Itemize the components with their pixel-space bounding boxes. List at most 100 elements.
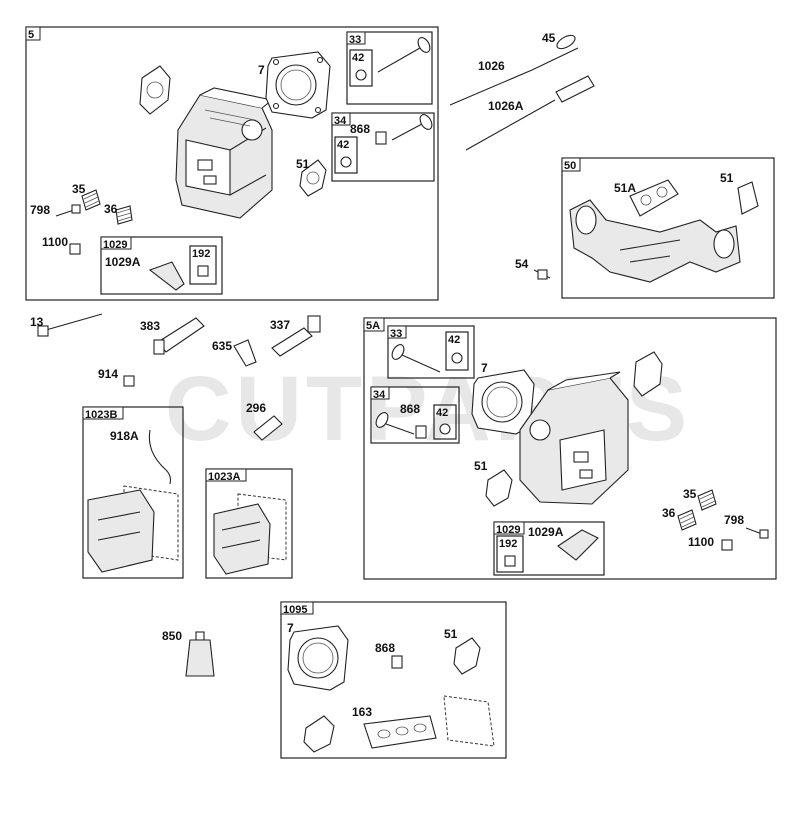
valve-cover-gasket-c [443, 695, 495, 747]
label-35-a: 35 [72, 182, 86, 196]
group-1023A-valve-cover: 1023A [205, 468, 293, 579]
group-192-tag-a: 192 [192, 248, 210, 260]
fitting-296 [253, 415, 283, 441]
cylinder-head-illustration-b [519, 371, 629, 505]
group-34-frame-b [370, 386, 460, 444]
group-42-frame-c [445, 331, 469, 371]
group-1023A-frame [205, 468, 293, 579]
label-635: 635 [212, 339, 232, 353]
label-51-b: 51 [720, 171, 734, 185]
label-45: 45 [542, 31, 556, 45]
group-34-tag-b: 34 [373, 389, 386, 401]
head-gasket-7 [265, 51, 331, 119]
label-337: 337 [270, 318, 290, 332]
label-296: 296 [246, 401, 266, 415]
label-868-b: 868 [400, 402, 420, 416]
valve-spring-36-b [677, 509, 697, 531]
label-36-b: 36 [662, 506, 676, 520]
label-163: 163 [352, 705, 372, 719]
group-33-tag-a: 33 [349, 34, 361, 46]
group-42-tag-a: 42 [352, 52, 364, 64]
group-42-frame-a [349, 49, 373, 87]
exhaust-gasket-51-d [453, 637, 481, 675]
label-51-d: 51 [444, 627, 458, 641]
exhaust-gasket-small [139, 65, 171, 115]
group-42-tag-d: 42 [436, 407, 448, 419]
label-798-b: 798 [724, 513, 744, 527]
group-5A-cylinder-head: 5A 33 42 34 868 42 7 [363, 317, 777, 580]
group-50-exhaust-manifold: 50 51A 51 [561, 157, 775, 299]
nut-914 [123, 375, 135, 387]
group-1029-frame-a [100, 236, 223, 295]
group-192-frame-b [496, 535, 524, 573]
label-383: 383 [140, 319, 160, 333]
label-1029A-a: 1029A [105, 255, 141, 269]
group-192-frame-a [189, 245, 217, 285]
valve-seal-868-c [391, 655, 403, 669]
exhaust-gasket-51-a [299, 159, 327, 197]
intake-valve-b [391, 344, 441, 373]
group-42-tag-b: 42 [337, 139, 349, 151]
group-34-frame-a [331, 112, 435, 182]
exhaust-gasket-small-c [303, 715, 335, 753]
group-1023B-valve-cover: 1023B 918A [82, 406, 184, 579]
manifold-gasket-51-b [737, 181, 759, 215]
label-850: 850 [162, 629, 182, 643]
group-1023B-tag: 1023B [85, 409, 117, 421]
group-5A-frame [363, 317, 777, 580]
group-1095-gasket-set: 1095 7 868 51 163 [280, 601, 507, 759]
exhaust-valve-b [375, 412, 427, 439]
bolt-54 [533, 269, 551, 280]
bolt-798-b [745, 527, 769, 539]
breather-tube-383 [153, 317, 205, 355]
exhaust-gasket-51-c [485, 469, 513, 507]
valve-cover-b [87, 489, 155, 573]
group-1029-tag-b: 1029 [496, 524, 520, 536]
label-1026A: 1026A [488, 99, 524, 113]
label-51-a: 51 [296, 157, 310, 171]
exhaust-manifold [569, 199, 741, 283]
exhaust-gasket-small-b [633, 351, 663, 397]
cylinder-head-illustration [175, 87, 274, 219]
elbow-635 [233, 339, 257, 367]
clip-1100-a [69, 243, 81, 255]
breather-hose-918A [148, 429, 172, 485]
group-42-tag-c: 42 [448, 334, 460, 346]
group-5-tag: 5 [28, 29, 34, 41]
label-1100-a: 1100 [42, 235, 68, 249]
group-1029-tag-a: 1029 [103, 239, 127, 251]
bolt-13 [37, 313, 103, 337]
label-1100-b: 1100 [688, 535, 714, 549]
group-33-tag-b: 33 [390, 328, 402, 340]
rocker-arm-a [148, 261, 185, 291]
group-5A-tag: 5A [366, 320, 380, 332]
sealant-tube-850 [185, 631, 215, 677]
label-7-c: 7 [287, 621, 294, 635]
group-5-frame [25, 26, 439, 301]
group-1095-tag: 1095 [283, 604, 307, 616]
group-1029-frame-b [493, 521, 605, 576]
exhaust-valve-a [391, 114, 433, 141]
label-51A: 51A [614, 181, 636, 195]
push-rods: 45 1026 1026A [449, 31, 595, 151]
rocker-arm-b [557, 529, 599, 561]
group-50-frame [561, 157, 775, 299]
group-5-cylinder-head: 5 7 51 [25, 26, 439, 301]
group-34-tag-a: 34 [334, 115, 347, 127]
intake-gasket-163 [363, 715, 437, 749]
manifold-gasket-51A [629, 179, 679, 217]
group-50-tag: 50 [564, 160, 576, 172]
valve-spring-35-b [697, 489, 717, 511]
group-42-frame-d [433, 404, 457, 440]
label-868-a: 868 [350, 122, 370, 136]
clip-1100-b [721, 539, 733, 551]
spark-plug-337 [271, 315, 321, 357]
head-gasket-7-c [287, 625, 349, 691]
group-33-frame-a [346, 31, 433, 105]
label-918A: 918A [110, 429, 139, 443]
group-1023B-frame [82, 406, 184, 579]
valve-spring-36-a [115, 205, 133, 225]
label-7-a: 7 [258, 63, 265, 77]
label-1029A-b: 1029A [528, 525, 564, 539]
